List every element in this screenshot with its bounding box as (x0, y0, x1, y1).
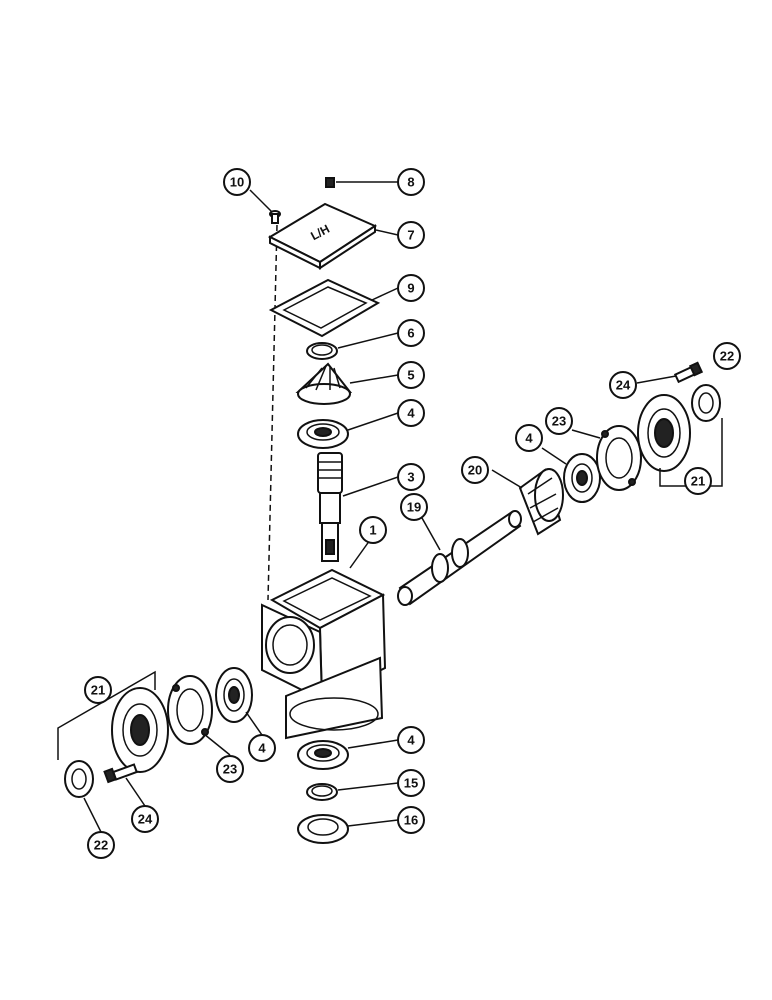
svg-text:21: 21 (91, 683, 105, 698)
svg-text:20: 20 (468, 463, 482, 478)
screw-part-10 (269, 210, 281, 224)
leader-lines (83, 181, 677, 833)
gasket-part-23-left (167, 675, 213, 745)
callout-9: 9 (397, 274, 425, 302)
svg-text:16: 16 (404, 813, 418, 828)
callout-22-right: 22 (713, 342, 741, 370)
gearbox-housing-part-1 (261, 568, 387, 740)
svg-text:21: 21 (691, 474, 705, 489)
bearing-cap-part-21-left (111, 687, 169, 773)
svg-text:6: 6 (407, 326, 414, 341)
callout-24-left: 24 (131, 805, 159, 833)
svg-text:19: 19 (407, 500, 421, 515)
callout-5: 5 (397, 361, 425, 389)
retaining-ring-part-15 (306, 783, 338, 801)
alignment-line (267, 224, 278, 601)
svg-text:5: 5 (407, 368, 414, 383)
cover-plate-part-7: L/H (267, 202, 378, 270)
callout-10: 10 (223, 168, 251, 196)
svg-text:3: 3 (407, 470, 414, 485)
callout-15: 15 (397, 769, 425, 797)
bearing-part-4-left (215, 667, 253, 723)
gasket-part-23-right (596, 425, 642, 491)
callout-22-left: 22 (87, 831, 115, 859)
svg-text:23: 23 (223, 762, 237, 777)
callout-23-right: 23 (545, 407, 573, 435)
bevel-gear-part-20 (518, 468, 564, 536)
bolt-part-24-right (673, 361, 704, 384)
bearing-part-4-bottom (297, 740, 349, 770)
svg-text:23: 23 (552, 414, 566, 429)
callout-21-right: 21 (684, 467, 712, 495)
svg-text:9: 9 (407, 281, 414, 296)
svg-text:4: 4 (258, 741, 266, 756)
bearing-cap-part-21-right (637, 394, 691, 472)
svg-text:15: 15 (404, 776, 418, 791)
bolt-part-24-left (103, 763, 138, 784)
seal-part-22-right (691, 384, 721, 422)
bearing-part-4-right (563, 453, 601, 503)
seal-part-16 (297, 814, 349, 844)
svg-text:4: 4 (525, 431, 533, 446)
plug-part-8 (325, 177, 335, 188)
svg-text:24: 24 (138, 812, 153, 827)
svg-text:4: 4 (407, 406, 415, 421)
svg-text:22: 22 (720, 349, 734, 364)
svg-text:24: 24 (616, 378, 631, 393)
callout-16: 16 (397, 806, 425, 834)
callout-4-bottom: 4 (397, 726, 425, 754)
gasket-part-9 (268, 278, 381, 338)
callout-3: 3 (397, 463, 425, 491)
callout-19: 19 (400, 493, 428, 521)
callout-20: 20 (461, 456, 489, 484)
svg-text:7: 7 (407, 228, 414, 243)
svg-text:4: 4 (407, 733, 415, 748)
vertical-shaft-part-3 (317, 452, 343, 562)
callout-6: 6 (397, 319, 425, 347)
bearing-part-4-top (297, 419, 349, 449)
callout-24-right: 24 (609, 371, 637, 399)
callout-4-top: 4 (397, 399, 425, 427)
horizontal-shaft-part-19 (397, 510, 522, 606)
retaining-ring-part-6 (306, 342, 338, 360)
callout-7: 7 (397, 221, 425, 249)
callout-21-left: 21 (84, 676, 112, 704)
svg-text:1: 1 (369, 523, 376, 538)
callout-8: 8 (397, 168, 425, 196)
callout-23-left: 23 (216, 755, 244, 783)
bevel-gear-part-5 (295, 362, 353, 405)
callout-4-right: 4 (515, 424, 543, 452)
callout-1: 1 (359, 516, 387, 544)
svg-text:22: 22 (94, 838, 108, 853)
svg-text:10: 10 (230, 175, 244, 190)
svg-text:8: 8 (407, 175, 414, 190)
callout-4-left: 4 (248, 734, 276, 762)
seal-part-22-left (64, 760, 94, 798)
